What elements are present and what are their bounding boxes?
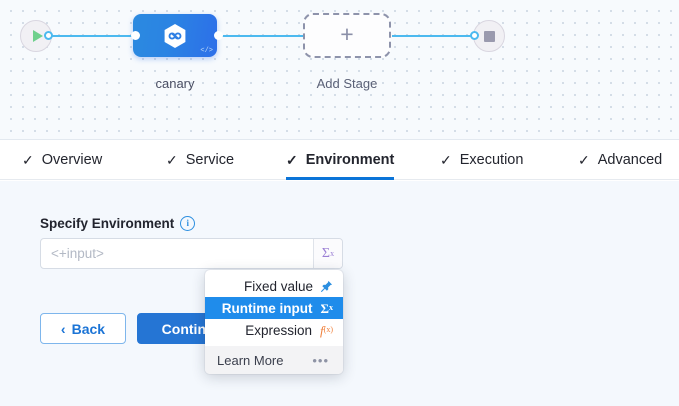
- stage-config-tabs: ✓ Overview ✓ Service ✓ Environment ✓ Exe…: [0, 140, 679, 180]
- tab-label: Overview: [41, 151, 103, 168]
- specify-environment-input[interactable]: [41, 239, 313, 268]
- sigma-sup: x: [330, 249, 335, 258]
- dropdown-item-label: Fixed value: [243, 278, 313, 294]
- ellipsis-icon: •••: [312, 352, 329, 368]
- check-icon: ✓: [22, 151, 34, 168]
- check-icon: ✓: [578, 151, 590, 168]
- learn-more-label: Learn More: [217, 352, 284, 368]
- code-badge-icon: </>: [200, 47, 213, 55]
- info-icon[interactable]: i: [180, 216, 196, 231]
- dropdown-item-label: Expression: [245, 322, 313, 338]
- back-button[interactable]: ‹ Back: [40, 313, 126, 344]
- connector-line-addstage-to-end: [392, 35, 484, 37]
- dropdown-item-fixed-value[interactable]: Fixed value: [205, 275, 343, 297]
- check-icon: ✓: [166, 151, 178, 168]
- pipeline-canvas[interactable]: </> + canary Add Stage: [0, 0, 679, 140]
- tab-service[interactable]: ✓ Service: [166, 140, 234, 179]
- connector-line-start-to-canary: [46, 35, 142, 37]
- plus-icon: +: [340, 21, 354, 47]
- stage-label-canary: canary: [155, 76, 195, 91]
- chevron-left-icon: ‹: [60, 320, 66, 337]
- connector-line-canary-to-addstage: [218, 35, 308, 37]
- dropdown-item-label: Runtime input: [221, 300, 313, 316]
- tab-label: Service: [185, 151, 235, 168]
- tab-label: Execution: [459, 151, 524, 168]
- specify-environment-label: Specify Environment i: [40, 216, 196, 231]
- check-icon: ✓: [286, 151, 298, 168]
- add-stage-label: Add Stage: [316, 76, 378, 91]
- tab-environment[interactable]: ✓ Environment: [286, 140, 395, 180]
- canary-input-port[interactable]: [131, 31, 140, 40]
- start-output-port[interactable]: [44, 31, 53, 40]
- back-button-label: Back: [71, 320, 106, 337]
- tab-advanced[interactable]: ✓ Advanced: [578, 140, 662, 179]
- dropdown-item-expression[interactable]: Expression f(x): [205, 319, 343, 341]
- canary-output-port[interactable]: [214, 31, 223, 40]
- fx-icon: f(x): [320, 322, 333, 338]
- specify-environment-input-wrap[interactable]: Σx: [40, 238, 343, 269]
- pipeline-end-node[interactable]: [473, 20, 505, 52]
- pin-icon: [321, 280, 333, 292]
- stop-icon: [483, 30, 495, 42]
- pipeline-start-node[interactable]: [20, 20, 52, 52]
- tab-execution[interactable]: ✓ Execution: [440, 140, 523, 179]
- dropdown-footer-learn-more[interactable]: Learn More •••: [205, 346, 343, 374]
- tab-label: Environment: [305, 151, 395, 168]
- tab-overview[interactable]: ✓ Overview: [22, 140, 102, 179]
- harness-hexagon-icon: [163, 23, 187, 49]
- check-icon: ✓: [440, 151, 452, 168]
- play-icon: [32, 30, 43, 42]
- stage-node-canary[interactable]: </>: [133, 14, 217, 57]
- sigma-icon: Σ: [321, 245, 331, 261]
- field-label-text: Specify Environment: [40, 216, 175, 231]
- end-input-port[interactable]: [470, 31, 479, 40]
- add-stage-button[interactable]: +: [303, 13, 391, 58]
- tab-label: Advanced: [597, 151, 663, 168]
